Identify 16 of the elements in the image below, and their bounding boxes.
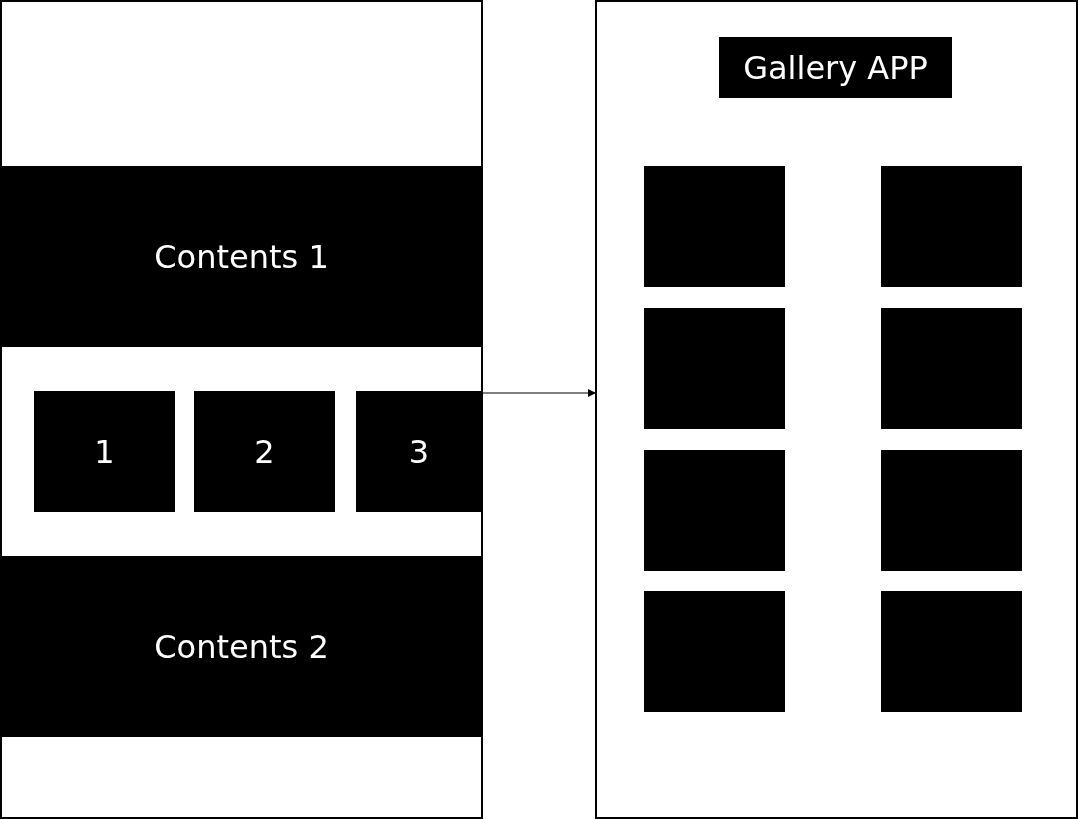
thumbnail-tile: 3: [356, 391, 482, 512]
image-tile: [644, 591, 785, 712]
image-tile: [881, 450, 1022, 571]
phone-screen-frame: [0, 0, 483, 819]
thumbnail-tile: 2: [194, 391, 335, 512]
image-tile: [881, 166, 1022, 287]
content-banner: Contents 2: [1, 556, 482, 737]
thumbnail-tile: 1: [34, 391, 175, 512]
image-tile: [644, 450, 785, 571]
image-tile: [881, 591, 1022, 712]
app-title: Gallery APP: [719, 37, 952, 98]
content-banner: Contents 1: [1, 166, 482, 347]
image-tile: [644, 166, 785, 287]
app-screen-frame: [595, 0, 1078, 819]
image-tile: [644, 308, 785, 429]
image-tile: [881, 308, 1022, 429]
